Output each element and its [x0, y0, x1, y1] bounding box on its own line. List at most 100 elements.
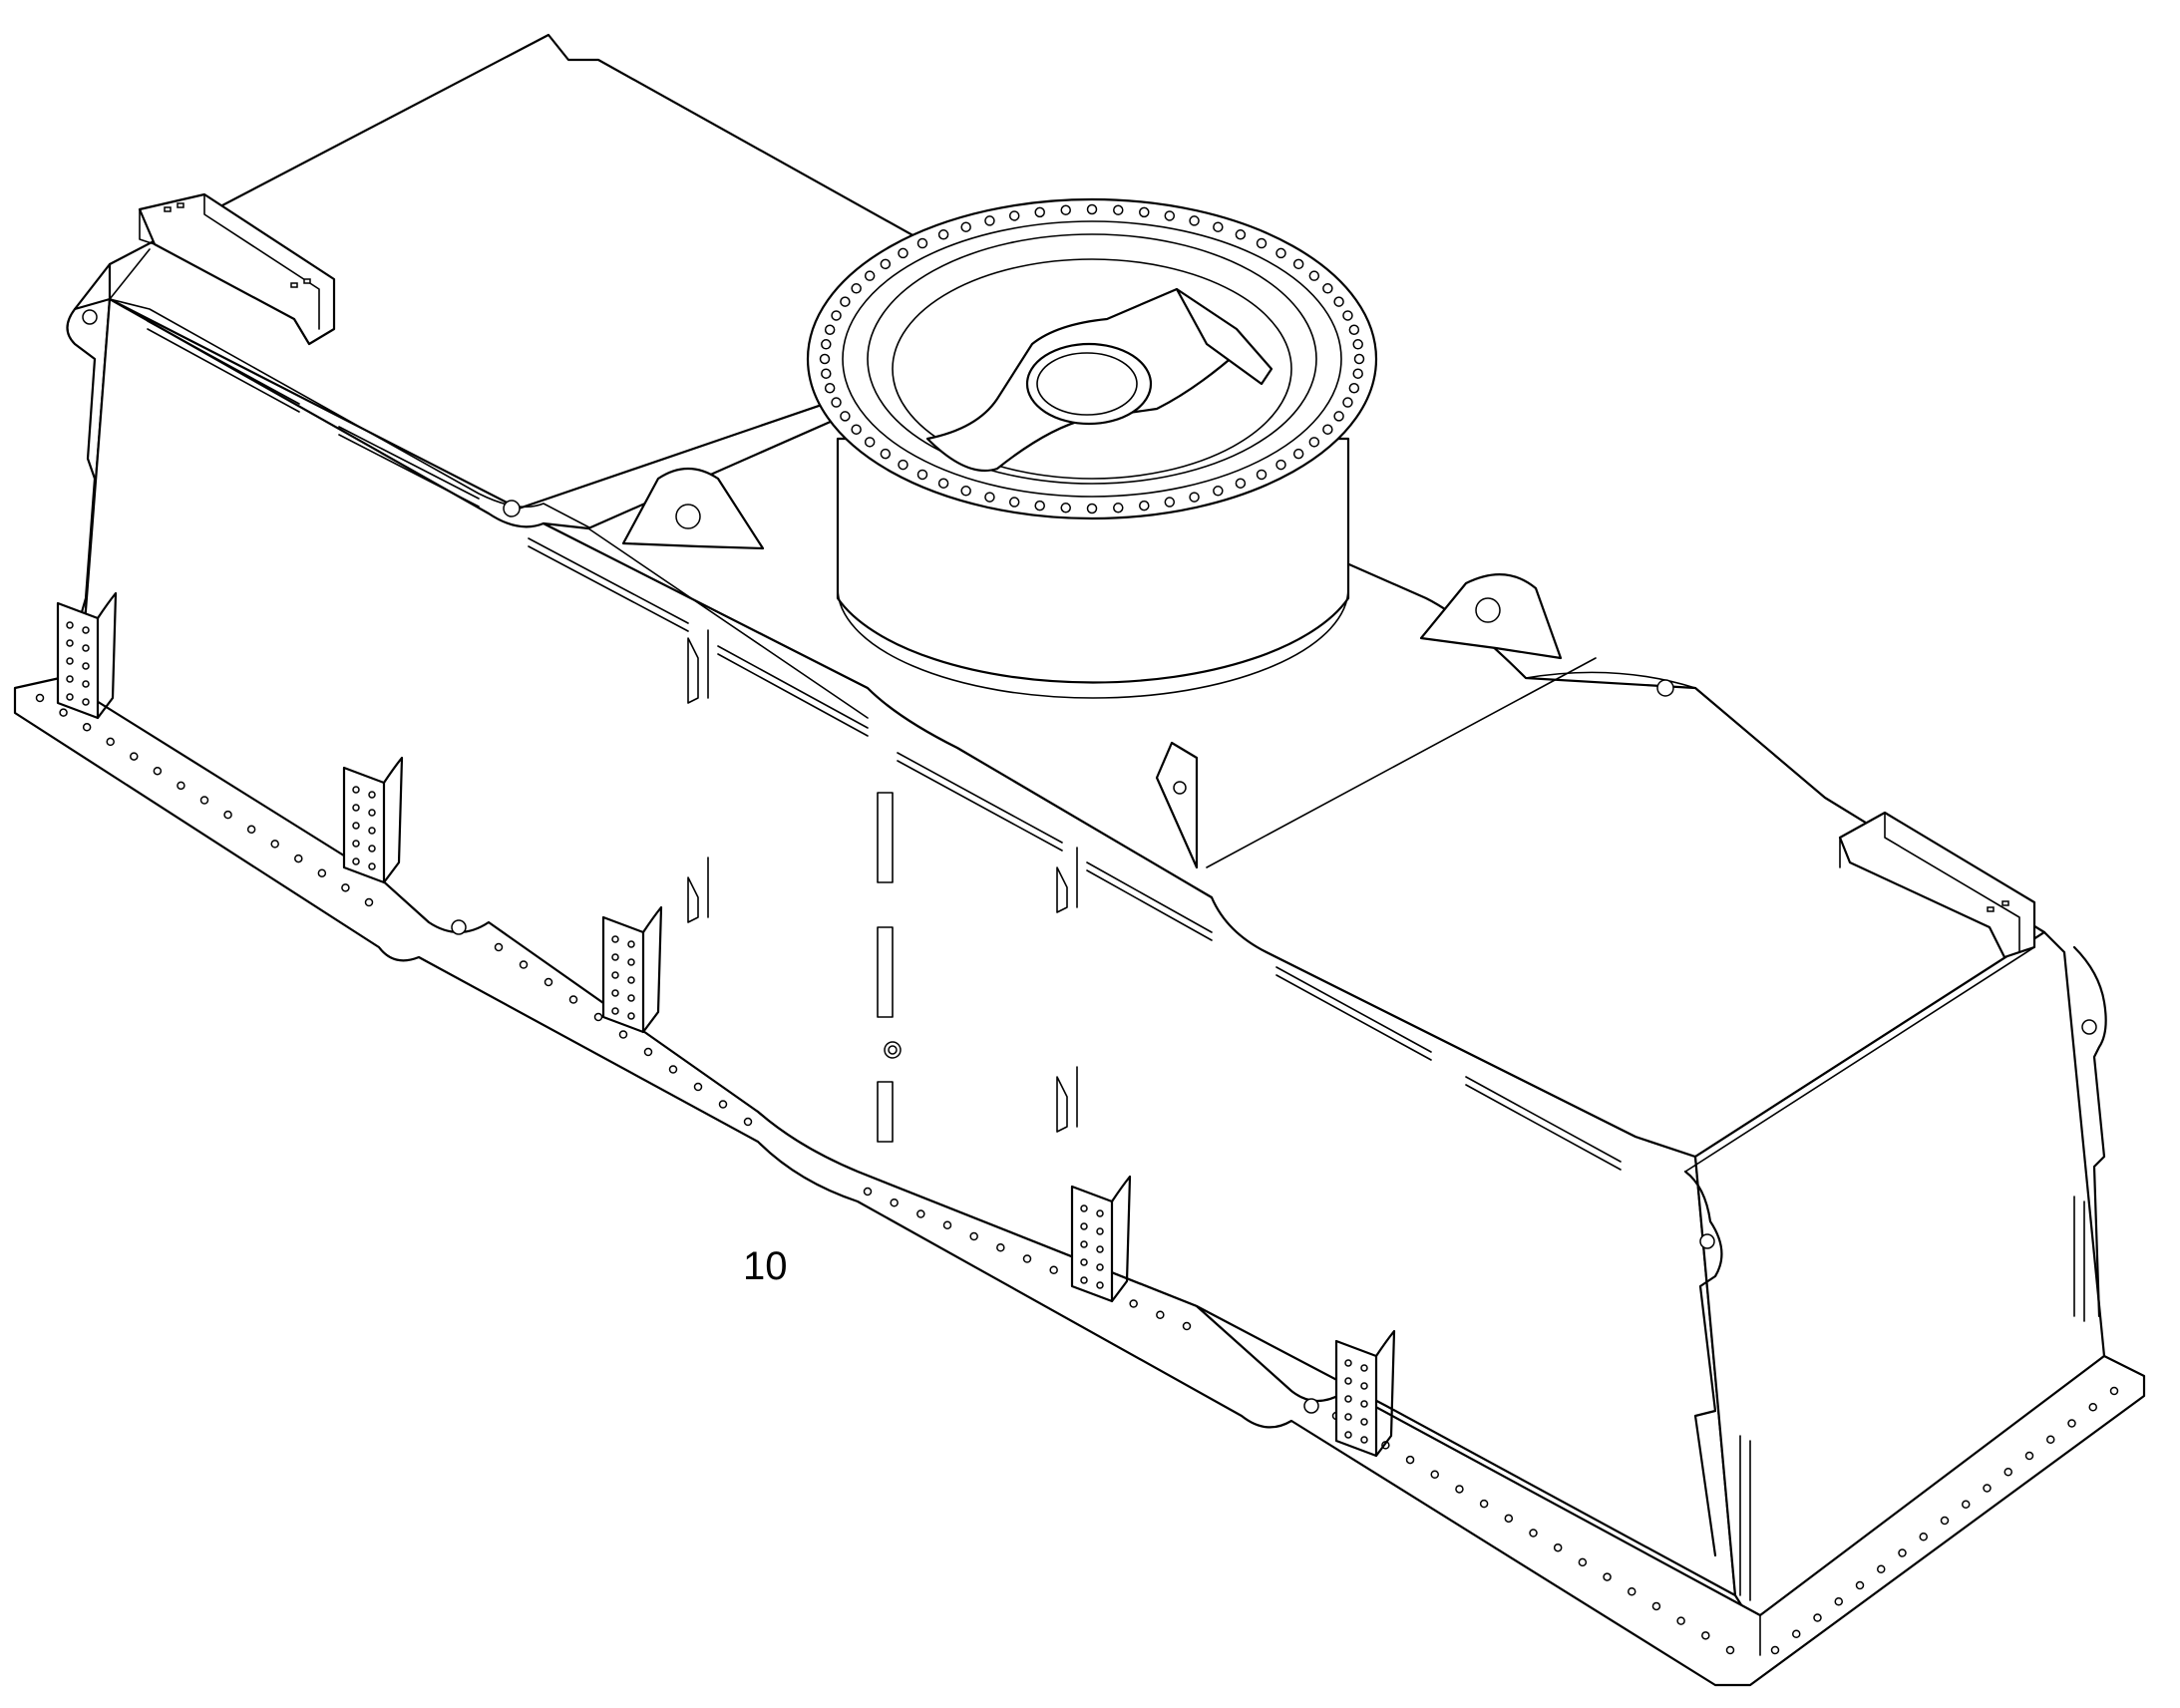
bolt-hole	[628, 959, 634, 965]
bolt-hole	[353, 787, 359, 793]
bolt-hole	[2026, 1453, 2033, 1460]
bolt-hole	[1081, 1223, 1087, 1229]
bolt-hole	[1727, 1647, 1734, 1654]
side-tabs	[688, 630, 1077, 1142]
bolt-hole	[1097, 1246, 1103, 1252]
bolt-hole	[961, 487, 970, 496]
bolt-hole	[496, 944, 503, 951]
bolt-hole	[366, 899, 373, 906]
bolt-hole	[1361, 1437, 1367, 1443]
stiffener-plates	[58, 593, 1394, 1456]
bolt-hole	[2004, 1469, 2011, 1476]
bolt-hole	[1165, 211, 1174, 220]
bolt-hole	[1294, 450, 1303, 459]
bolt-hole	[1920, 1534, 1927, 1540]
bolt-hole	[1835, 1598, 1842, 1605]
bolt-hole	[2089, 1404, 2096, 1411]
bolt-hole	[1579, 1558, 1586, 1565]
bolt-hole	[67, 658, 73, 664]
bolt-hole	[83, 627, 89, 633]
bolt-hole	[832, 398, 841, 407]
bolt-hole	[1114, 205, 1123, 214]
bolt-hole	[645, 1049, 652, 1056]
bolt-hole	[1343, 398, 1352, 407]
bolt-hole	[1407, 1457, 1414, 1464]
bolt-hole	[985, 493, 994, 502]
bolt-hole	[1361, 1383, 1367, 1389]
bolt-hole	[1702, 1632, 1709, 1639]
bolt-hole	[2068, 1420, 2075, 1427]
bolt-hole	[628, 1013, 634, 1019]
bolt-hole	[1081, 1259, 1087, 1265]
bolt-hole	[1942, 1518, 1949, 1525]
bolt-hole	[695, 1084, 702, 1091]
bolt-hole	[1165, 498, 1174, 507]
bolt-hole	[1814, 1614, 1821, 1621]
lifting-lug-right	[1421, 574, 1561, 658]
bolt-hole	[1294, 259, 1303, 268]
bolt-hole	[570, 996, 577, 1003]
bolt-hole	[866, 271, 875, 280]
bolt-hole	[318, 869, 325, 876]
bolt-hole	[841, 297, 850, 306]
bolt-hole	[670, 1066, 677, 1073]
bolt-hole	[1343, 311, 1352, 320]
bolt-hole	[1258, 239, 1267, 248]
bolt-hole	[1081, 1277, 1087, 1283]
lifting-lug-left	[623, 469, 763, 548]
bolt-hole	[107, 738, 114, 745]
bolt-hole	[865, 1189, 872, 1196]
bolt-hole	[1061, 205, 1070, 214]
bolt-hole	[83, 645, 89, 651]
bolt-hole	[1276, 248, 1285, 257]
bolt-hole	[1456, 1486, 1463, 1493]
bolt-hole	[1899, 1549, 1906, 1556]
bolt-hole	[1349, 325, 1358, 334]
bolt-hole	[1081, 1241, 1087, 1247]
bolt-hole	[1309, 438, 1318, 447]
bolt-hole	[83, 681, 89, 687]
bolt-hole	[612, 936, 618, 942]
bolt-hole	[271, 841, 278, 848]
bolt-hole	[612, 972, 618, 978]
bolt-hole	[1097, 1210, 1103, 1216]
bolt-hole	[1345, 1396, 1351, 1402]
bolt-hole	[1114, 504, 1123, 512]
bolt-hole	[917, 239, 926, 248]
bolt-hole	[939, 479, 948, 488]
bolt-hole	[1361, 1401, 1367, 1407]
bolt-hole	[353, 823, 359, 829]
bolt-hole	[1157, 1311, 1164, 1318]
bolt-hole	[1481, 1501, 1488, 1508]
bolt-hole	[1345, 1432, 1351, 1438]
bolt-hole	[939, 230, 948, 239]
bolt-hole	[899, 248, 908, 257]
bolt-hole	[1345, 1378, 1351, 1384]
bolt-hole	[1345, 1414, 1351, 1420]
bolt-hole	[369, 792, 375, 798]
bolt-hole	[866, 438, 875, 447]
bolt-hole	[1276, 461, 1285, 470]
right-top-bracket	[1840, 813, 2034, 957]
bolt-hole	[521, 961, 528, 968]
bolt-hole	[1236, 230, 1245, 239]
bolt-hole	[1258, 470, 1267, 479]
bolt-hole	[131, 753, 138, 760]
bolt-hole	[997, 1244, 1004, 1251]
bolt-hole	[1334, 297, 1343, 306]
bolt-hole	[1555, 1544, 1562, 1551]
bolt-hole	[1772, 1647, 1779, 1654]
bolt-hole	[369, 810, 375, 816]
bolt-hole	[1963, 1501, 1970, 1508]
bolt-hole	[369, 828, 375, 834]
stiffener-plate	[58, 593, 116, 718]
bolt-hole	[745, 1119, 752, 1126]
bolt-hole	[1677, 1617, 1684, 1624]
bolt-hole	[1323, 284, 1332, 293]
bolt-hole	[1088, 205, 1097, 214]
flange-bolt-holes	[821, 205, 1364, 513]
bolt-hole	[1236, 479, 1245, 488]
bolt-hole	[1097, 1264, 1103, 1270]
bolt-hole	[821, 355, 830, 364]
